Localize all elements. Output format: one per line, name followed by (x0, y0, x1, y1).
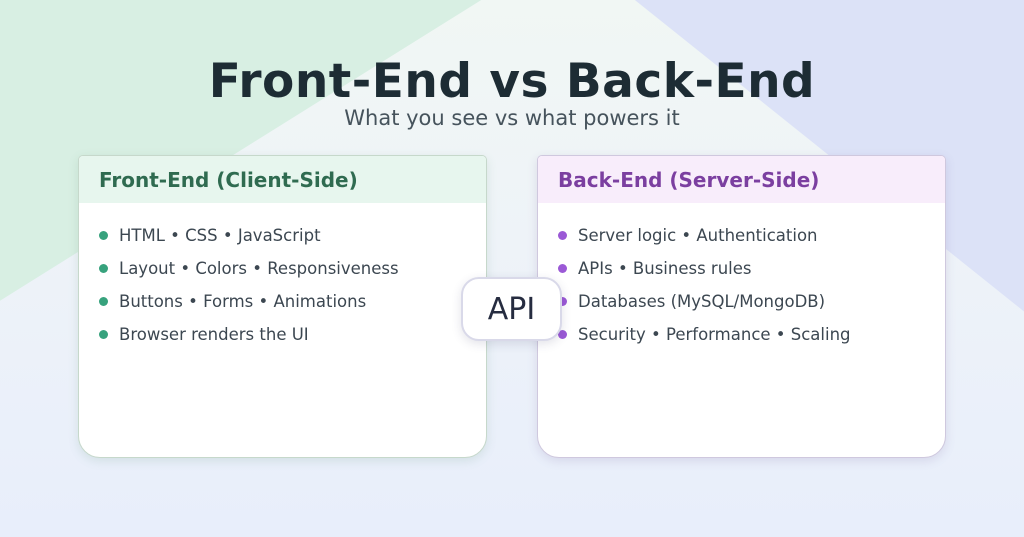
page-subtitle: What you see vs what powers it (344, 106, 680, 130)
bullet-dot-icon (99, 264, 108, 273)
list-item-label: Databases (MySQL/MongoDB) (578, 292, 826, 311)
list-item-label: Layout • Colors • Responsiveness (119, 259, 399, 278)
bullet-dot-icon (99, 297, 108, 306)
frontend-card-header: Front-End (Client-Side) (79, 156, 486, 203)
frontend-card: Front-End (Client-Side) HTML • CSS • Jav… (78, 155, 487, 458)
list-item-label: Server logic • Authentication (578, 226, 818, 245)
list-item-label: Security • Performance • Scaling (578, 325, 851, 344)
list-item: Databases (MySQL/MongoDB) (558, 285, 925, 318)
bullet-dot-icon (99, 231, 108, 240)
api-connector-label: API (487, 291, 536, 327)
bullet-dot-icon (558, 264, 567, 273)
list-item-label: HTML • CSS • JavaScript (119, 226, 321, 245)
backend-feature-list: Server logic • Authentication APIs • Bus… (538, 219, 945, 351)
list-item: Layout • Colors • Responsiveness (99, 252, 466, 285)
bullet-dot-icon (558, 330, 567, 339)
list-item: APIs • Business rules (558, 252, 925, 285)
list-item: Buttons • Forms • Animations (99, 285, 466, 318)
bullet-dot-icon (99, 330, 108, 339)
list-item: Security • Performance • Scaling (558, 318, 925, 351)
list-item: Server logic • Authentication (558, 219, 925, 252)
list-item-label: Buttons • Forms • Animations (119, 292, 367, 311)
bullet-dot-icon (558, 231, 567, 240)
api-connector-badge: API (461, 277, 562, 341)
list-item: HTML • CSS • JavaScript (99, 219, 466, 252)
bullet-dot-icon (558, 297, 567, 306)
list-item-label: Browser renders the UI (119, 325, 309, 344)
frontend-feature-list: HTML • CSS • JavaScript Layout • Colors … (79, 219, 486, 351)
list-item: Browser renders the UI (99, 318, 466, 351)
backend-card: Back-End (Server-Side) Server logic • Au… (537, 155, 946, 458)
backend-card-header: Back-End (Server-Side) (538, 156, 945, 203)
list-item-label: APIs • Business rules (578, 259, 752, 278)
page-title: Front-End vs Back-End (208, 54, 816, 109)
